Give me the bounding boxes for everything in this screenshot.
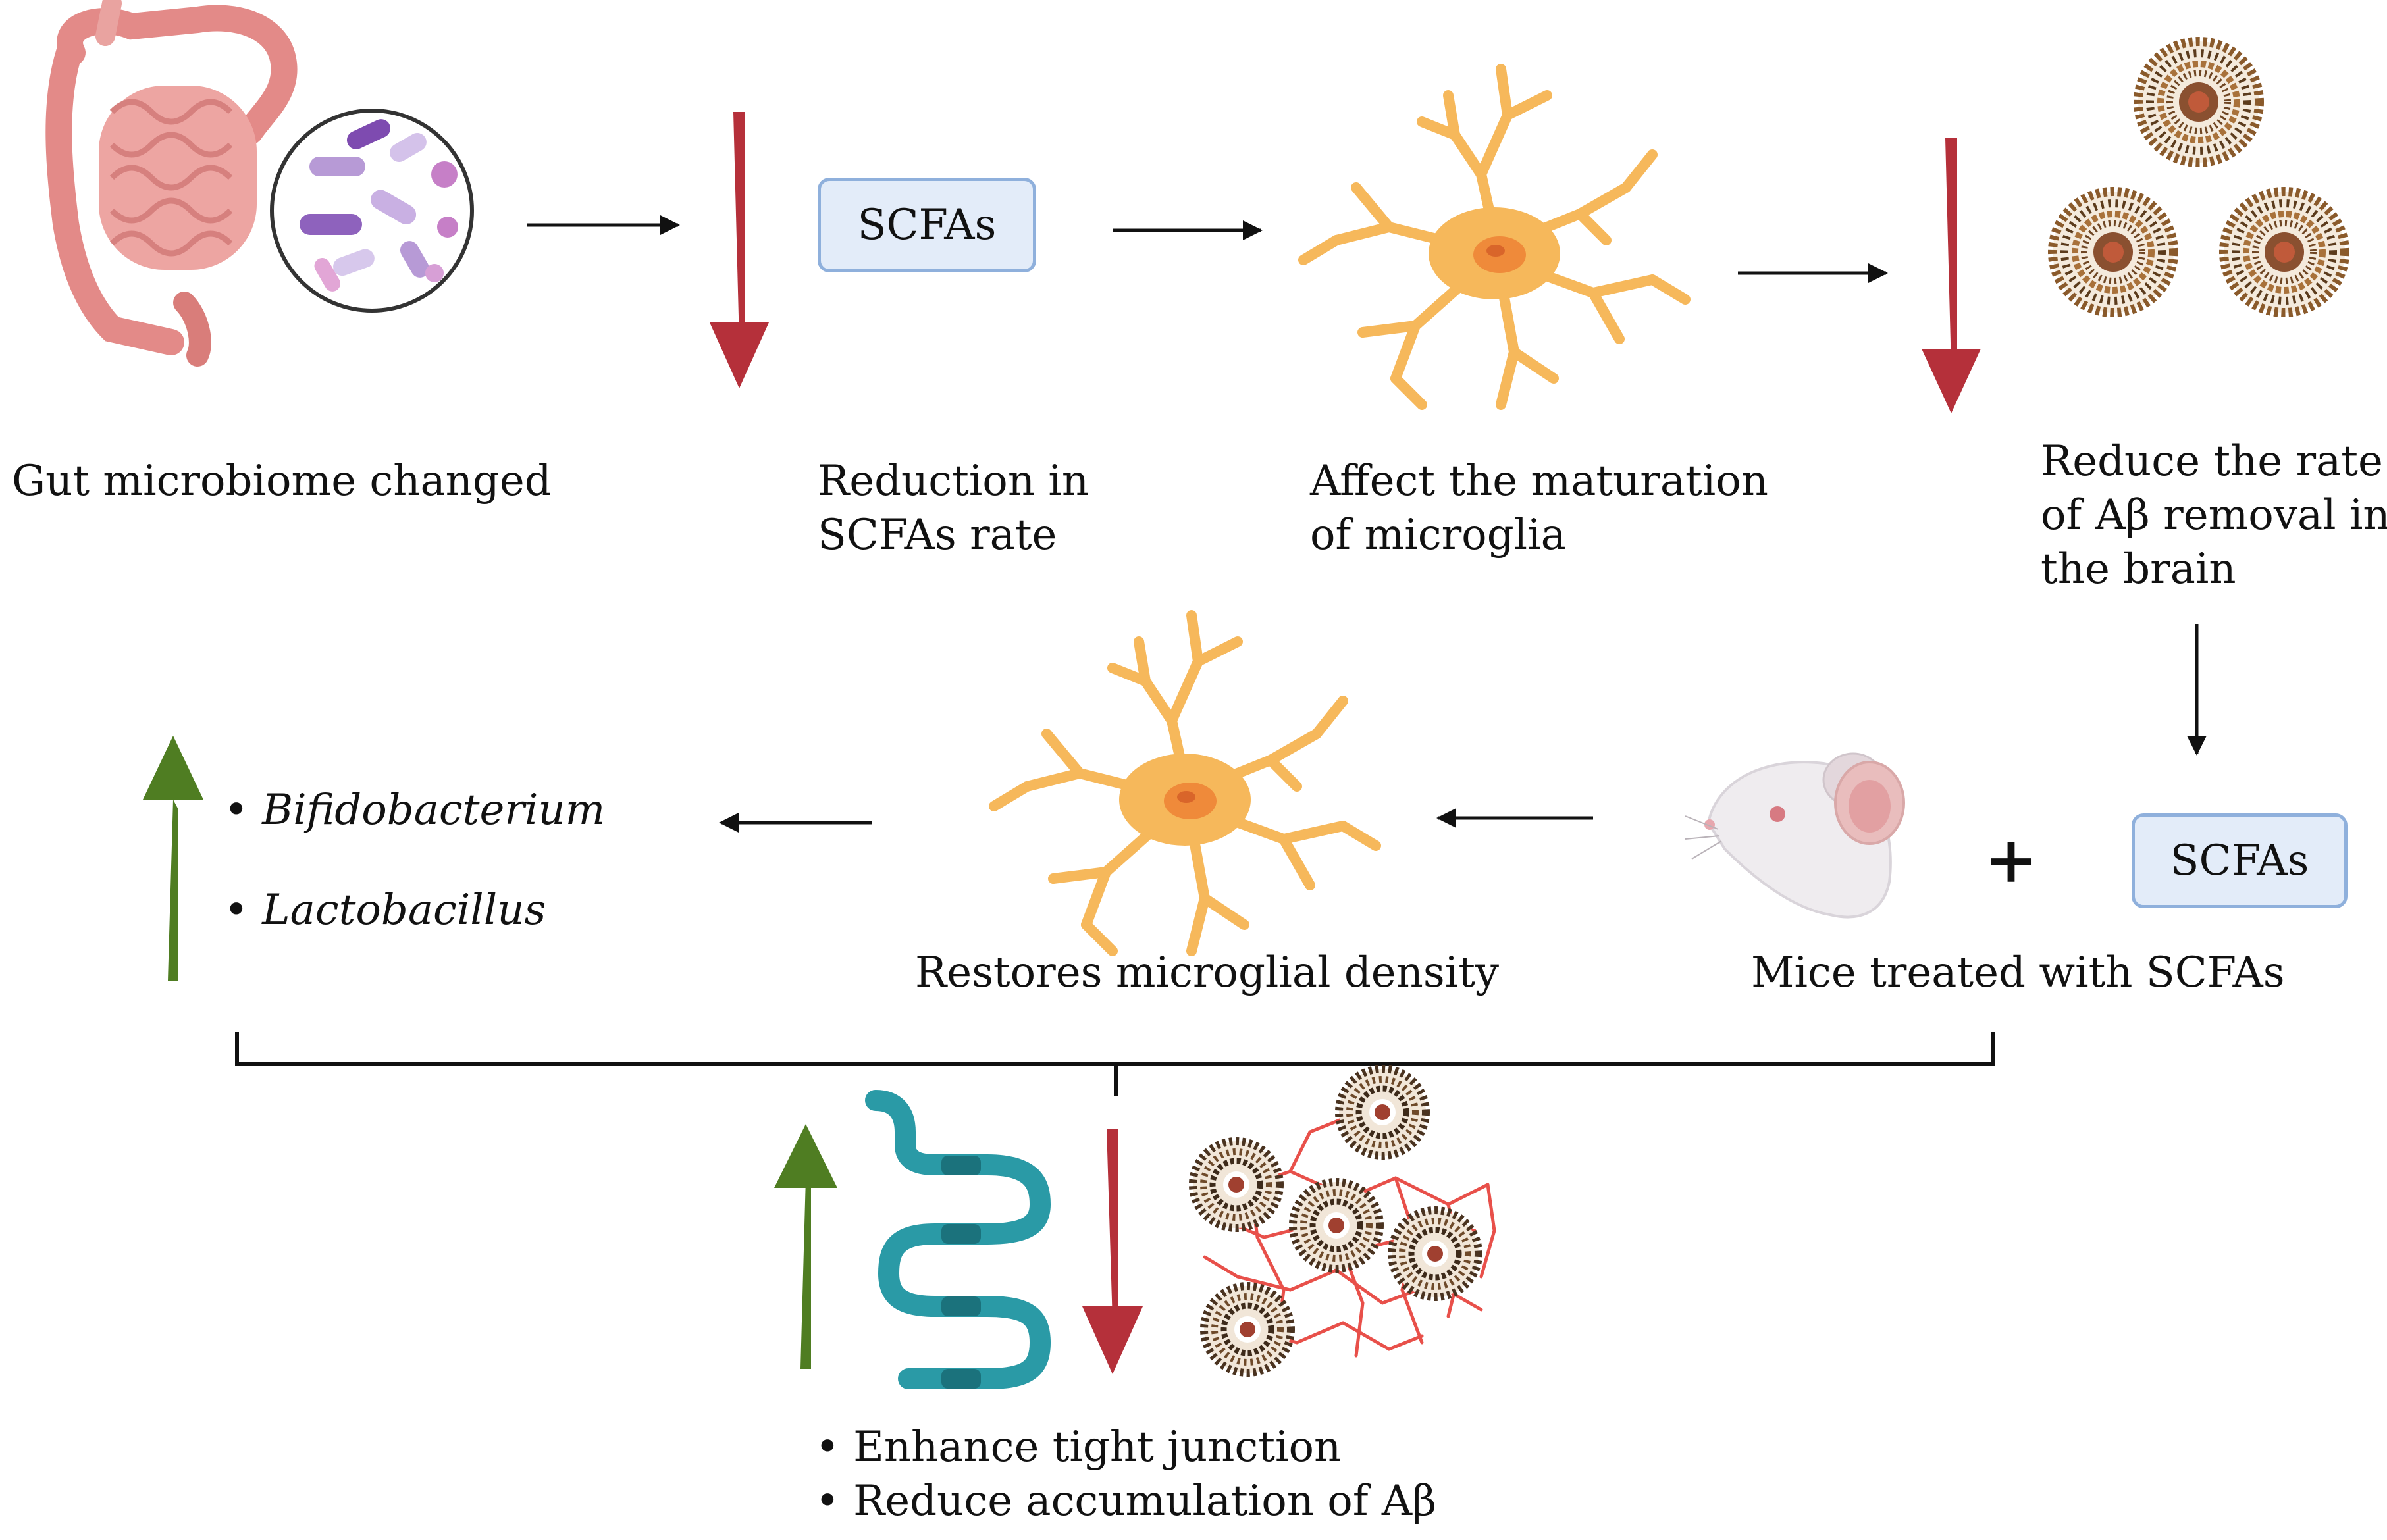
removal-label-line-3: the brain bbox=[2041, 545, 2236, 594]
reduction-label: Reduction in SCFAs rate bbox=[818, 454, 1089, 562]
bacteria-item-2: • Lactobacillus bbox=[224, 886, 546, 935]
outcome-item-2: • Reduce accumulation of Aβ bbox=[815, 1477, 1437, 1526]
outcome-list: • Enhance tight junction • Reduce accumu… bbox=[815, 1420, 1436, 1528]
intestine-icon bbox=[45, 0, 298, 367]
removal-label-line-2: of Aβ removal in bbox=[2041, 491, 2387, 540]
svg-text:+: + bbox=[1985, 823, 2037, 897]
restore-label: Restores microglial density bbox=[915, 948, 1500, 997]
mouse-icon bbox=[1685, 752, 1905, 919]
removal-label-line-1: Reduce the rate bbox=[2041, 437, 2383, 486]
mice-label: Mice treated with SCFAs bbox=[1751, 948, 2285, 997]
microglia-icon-restored bbox=[994, 615, 1376, 951]
down-arrow-outcome bbox=[1082, 1129, 1143, 1374]
scfa-box-bottom: SCFAs bbox=[2132, 813, 2348, 908]
up-arrow-bacteria bbox=[143, 736, 203, 981]
bacteria-magnifier-icon bbox=[270, 109, 474, 313]
reduction-label-line-2: SCFAs rate bbox=[818, 511, 1057, 559]
gut-microbiome-label: Gut microbiome changed bbox=[12, 457, 552, 505]
amyloid-plaque-icon bbox=[2053, 41, 2345, 313]
maturation-label-line-2: of microglia bbox=[1310, 511, 1566, 559]
down-arrow-2 bbox=[1922, 138, 1981, 413]
tight-junction-icon bbox=[865, 1090, 1051, 1389]
bacteria-name-1: Bifidobacterium bbox=[262, 786, 606, 834]
maturation-label-line-1: Affect the maturation bbox=[1310, 457, 1768, 505]
maturation-label: Affect the maturation of microglia bbox=[1310, 454, 1768, 562]
up-arrow-outcome bbox=[774, 1124, 837, 1369]
amyloid-network-icon bbox=[1193, 1069, 1496, 1373]
bacteria-list: • Bifidobacterium • Lactobacillus bbox=[224, 783, 605, 937]
down-arrow-1 bbox=[710, 112, 769, 388]
bacteria-name-2: Lactobacillus bbox=[262, 886, 546, 935]
outcome-item-1: • Enhance tight junction bbox=[815, 1423, 1342, 1472]
removal-label: Reduce the rate of Aβ removal in the bra… bbox=[2041, 434, 2387, 596]
reduction-label-line-1: Reduction in bbox=[818, 457, 1089, 505]
microglia-icon bbox=[1303, 69, 1685, 405]
bacteria-item-1: • Bifidobacterium bbox=[224, 786, 606, 834]
plus-sign: + bbox=[1985, 823, 2037, 897]
scfa-box-top: SCFAs bbox=[818, 178, 1036, 272]
bracket bbox=[235, 1032, 1995, 1096]
